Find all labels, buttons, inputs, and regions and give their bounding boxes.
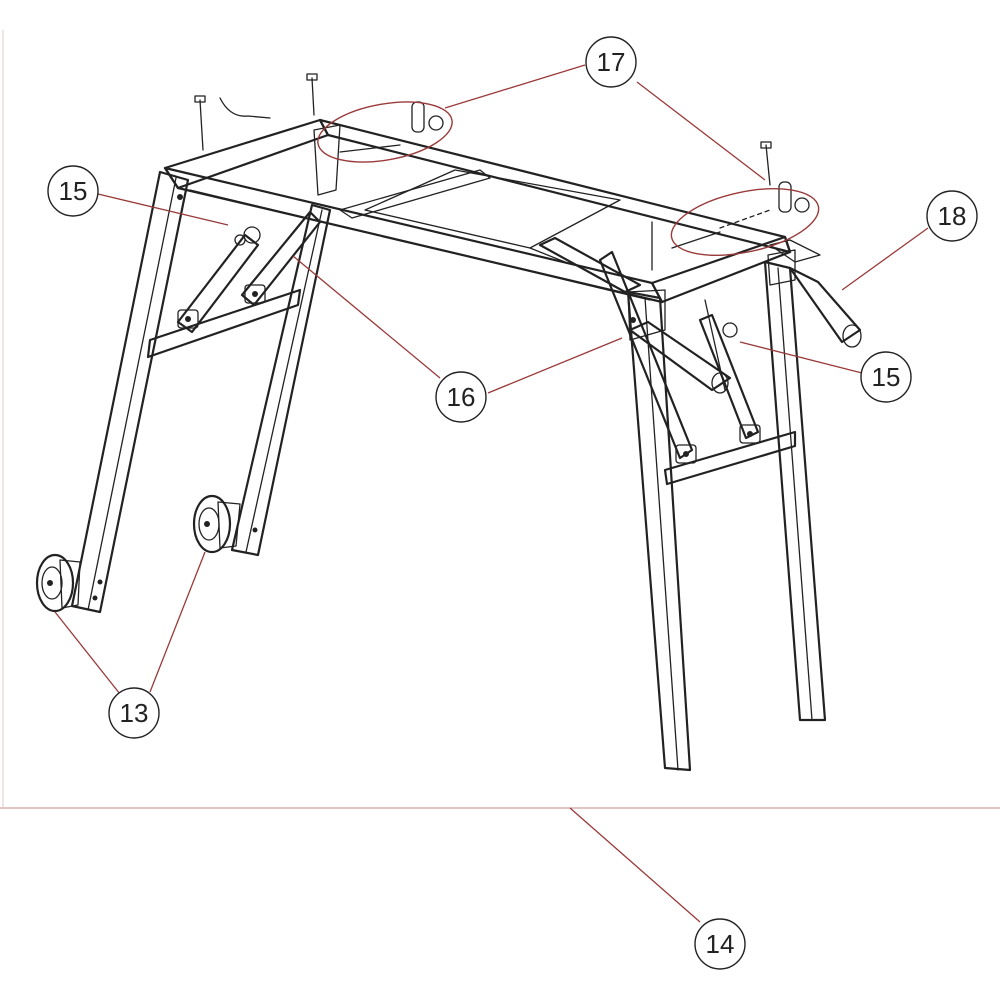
callout-15-left-label: 15 — [59, 176, 88, 206]
top-frame — [163, 118, 792, 304]
left-folding-brace — [176, 210, 322, 334]
callout-13: 13 — [108, 687, 160, 739]
callout-15-left: 15 — [47, 165, 99, 217]
inner-diagonal-tube — [628, 320, 732, 394]
callout-15-right-label: 15 — [872, 362, 901, 392]
right-folding-brace — [598, 250, 761, 464]
callout-16-label: 16 — [447, 382, 476, 412]
left-front-leg — [70, 170, 190, 614]
drawing-border — [0, 30, 1000, 809]
handle-tube — [769, 239, 862, 348]
leader-lines — [54, 64, 929, 923]
callout-18: 18 — [926, 190, 978, 242]
callout-14: 14 — [694, 918, 746, 970]
right-rear-leg — [763, 249, 827, 722]
right-front-leg — [626, 289, 692, 772]
highlight-ellipse-17-left — [317, 101, 453, 163]
callout-17: 17 — [585, 36, 637, 88]
hardware-pins — [194, 73, 810, 271]
highlight-ellipse-17-right — [670, 188, 820, 256]
right-lower-crossbar — [663, 430, 797, 486]
callout-17-label: 17 — [597, 47, 626, 77]
wheel-left-front — [35, 553, 81, 613]
left-lower-crossbar — [146, 288, 302, 359]
wheel-left-rear — [192, 494, 241, 554]
callout-16: 16 — [435, 371, 487, 423]
callout-13-label: 13 — [120, 698, 149, 728]
callout-15-right: 15 — [860, 351, 912, 403]
callout-14-label: 14 — [706, 929, 735, 959]
left-rear-leg — [230, 124, 341, 557]
callout-18-label: 18 — [938, 201, 967, 231]
